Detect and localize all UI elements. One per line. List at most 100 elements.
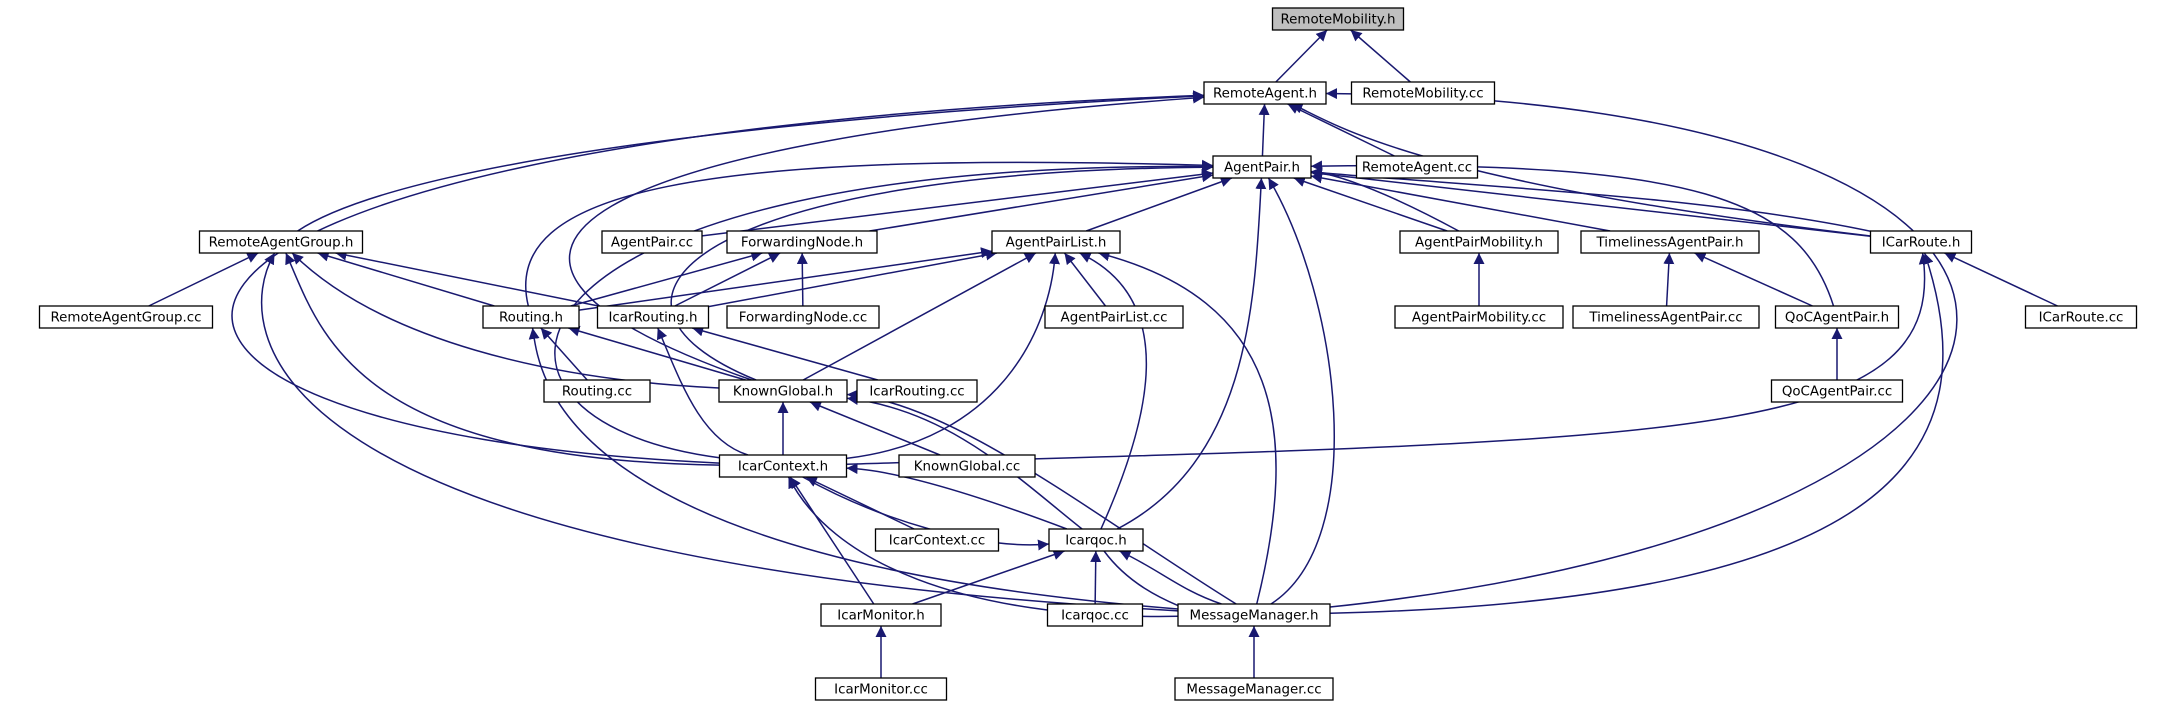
node-box-timelinessagentpair-h[interactable] (1580, 230, 1760, 254)
node-label-icarroute-cc: ICarRoute.cc (2039, 311, 2124, 326)
node-box-qocagentpair-cc[interactable] (1770, 379, 1904, 403)
node-label-timelinessagentpair-cc: TimelinessAgentPair.cc (1588, 311, 1742, 326)
edge-knownglobal-h-to-routing-h (568, 325, 746, 381)
node-box-icarrouting-h[interactable] (596, 305, 710, 329)
edge-knownglobal-h-to-agentpairlist-h (802, 252, 1037, 381)
edge-agentpair-cc-to-agentpair-h (701, 168, 1214, 237)
node-label-forwardingnode-cc: ForwardingNode.cc (739, 311, 868, 326)
edge-routing-cc-to-routing-h (540, 327, 588, 381)
node-box-knownglobal-h[interactable] (718, 379, 848, 403)
node-box-icarrouting-cc[interactable] (856, 379, 978, 403)
node-qocagentpair-h[interactable]: QoCAgentPair.h (1774, 305, 1900, 329)
node-box-forwardingnode-h[interactable] (726, 230, 878, 254)
node-box-qocagentpair-h[interactable] (1774, 305, 1900, 329)
edge-icarcontext-h-to-icarroute-h (846, 252, 1930, 465)
node-forwardingnode-cc[interactable]: ForwardingNode.cc (726, 305, 880, 329)
node-box-icarqoc-cc[interactable] (1046, 603, 1144, 627)
node-box-icarqoc-h[interactable] (1048, 528, 1144, 552)
node-box-icarmonitor-cc[interactable] (814, 677, 948, 701)
node-icarqoc-cc[interactable]: Icarqoc.cc (1046, 603, 1144, 627)
node-routing-h[interactable]: Routing.h (482, 305, 580, 329)
node-messagemanager-h[interactable]: MessageManager.h (1177, 603, 1331, 627)
node-box-remoteagentgroup-h[interactable] (198, 230, 364, 254)
node-knownglobal-cc[interactable]: KnownGlobal.cc (898, 454, 1036, 478)
node-messagemanager-cc[interactable]: MessageManager.cc (1174, 677, 1334, 701)
edge-icarqoc-h-to-agentpair-h (1116, 177, 1267, 530)
edge-forwardingnode-cc-to-forwardingnode-h (796, 252, 808, 307)
node-box-agentpair-cc[interactable] (601, 230, 703, 254)
node-box-agentpairmobility-cc[interactable] (1394, 305, 1564, 329)
node-label-forwardingnode-h: ForwardingNode.h (741, 236, 863, 251)
node-remotemobility-cc[interactable]: RemoteMobility.cc (1350, 81, 1496, 105)
edge-remoteagentgroup-h-to-remoteagent-h (297, 90, 1205, 232)
node-label-remoteagent-h: RemoteAgent.h (1213, 87, 1317, 102)
node-label-agentpairlist-cc: AgentPairList.cc (1061, 311, 1168, 326)
node-timelinessagentpair-cc[interactable]: TimelinessAgentPair.cc (1572, 305, 1760, 329)
node-label-qocagentpair-cc: QoCAgentPair.cc (1782, 385, 1892, 400)
edge-icarrouting-h-to-agentpairlist-h (708, 249, 998, 308)
node-agentpairlist-cc[interactable]: AgentPairList.cc (1044, 305, 1184, 329)
node-box-remoteagent-cc[interactable] (1355, 155, 1479, 179)
node-qocagentpair-cc[interactable]: QoCAgentPair.cc (1770, 379, 1904, 403)
edge-icarcontext-h-to-agentpair-h (554, 160, 1214, 459)
node-box-messagemanager-h[interactable] (1177, 603, 1331, 627)
node-routing-cc[interactable]: Routing.cc (543, 379, 651, 403)
node-label-qocagentpair-h: QoCAgentPair.h (1785, 311, 1889, 326)
edge-remoteagent-cc-to-remoteagent-h (1287, 103, 1395, 157)
edge-forwardingnode-h-to-agentpair-h (869, 171, 1214, 232)
node-agentpair-cc[interactable]: AgentPair.cc (601, 230, 703, 254)
node-box-icarroute-cc[interactable] (2024, 305, 2138, 329)
node-icarrouting-h[interactable]: IcarRouting.h (596, 305, 710, 329)
edge-remotemobility-cc-to-remotemobility-h (1350, 29, 1411, 83)
node-box-timelinessagentpair-cc[interactable] (1572, 305, 1760, 329)
node-remotemobility-h[interactable]: RemoteMobility.h (1271, 7, 1405, 31)
edge-agentpairlist-cc-to-agentpairlist-h (1063, 252, 1107, 307)
node-agentpair-h[interactable]: AgentPair.h (1212, 155, 1312, 179)
node-box-messagemanager-cc[interactable] (1174, 677, 1334, 701)
node-box-routing-h[interactable] (482, 305, 580, 329)
node-icarroute-h[interactable]: ICarRoute.h (1869, 230, 1973, 254)
node-icarqoc-h[interactable]: Icarqoc.h (1048, 528, 1144, 552)
node-box-agentpairlist-h[interactable] (991, 230, 1121, 254)
edge-icarqoc-h-to-icarcontext-h (846, 463, 1068, 530)
edge-messagemanager-h-to-remoteagent-h (1325, 88, 1958, 608)
node-remoteagentgroup-cc[interactable]: RemoteAgentGroup.cc (38, 305, 214, 329)
node-label-agentpairmobility-h: AgentPairMobility.h (1415, 236, 1543, 251)
node-box-forwardingnode-cc[interactable] (726, 305, 880, 329)
node-box-remoteagentgroup-cc[interactable] (38, 305, 214, 329)
node-label-icarmonitor-cc: IcarMonitor.cc (834, 683, 928, 698)
node-remoteagent-cc[interactable]: RemoteAgent.cc (1355, 155, 1479, 179)
node-icarmonitor-h[interactable]: IcarMonitor.h (820, 603, 942, 627)
node-box-remotemobility-h[interactable] (1271, 7, 1405, 31)
node-icarcontext-cc[interactable]: IcarContext.cc (874, 528, 1000, 552)
node-box-agentpairmobility-h[interactable] (1399, 230, 1559, 254)
edge-messagemanager-h-to-icarroute-h (1329, 252, 1944, 614)
node-icarmonitor-cc[interactable]: IcarMonitor.cc (814, 677, 948, 701)
node-icarcontext-h[interactable]: IcarContext.h (718, 454, 848, 478)
node-forwardingnode-h[interactable]: ForwardingNode.h (726, 230, 878, 254)
node-agentpairlist-h[interactable]: AgentPairList.h (991, 230, 1121, 254)
node-agentpairmobility-cc[interactable]: AgentPairMobility.cc (1394, 305, 1564, 329)
node-box-icarcontext-cc[interactable] (874, 528, 1000, 552)
node-agentpairmobility-h[interactable]: AgentPairMobility.h (1399, 230, 1559, 254)
node-box-agentpairlist-cc[interactable] (1044, 305, 1184, 329)
node-box-icarmonitor-h[interactable] (820, 603, 942, 627)
node-box-remoteagent-h[interactable] (1203, 81, 1327, 105)
edge-messagemanager-h-to-agentpair-h (1267, 177, 1335, 605)
edge-agentpairlist-h-to-agentpair-h (1085, 176, 1233, 232)
edge-icarcontext-h-to-remoteagent-h (231, 90, 1205, 464)
node-box-remotemobility-cc[interactable] (1350, 81, 1496, 105)
node-knownglobal-h[interactable]: KnownGlobal.h (718, 379, 848, 403)
node-box-routing-cc[interactable] (543, 379, 651, 403)
node-icarrouting-cc[interactable]: IcarRouting.cc (856, 379, 978, 403)
node-box-agentpair-h[interactable] (1212, 155, 1312, 179)
node-timelinessagentpair-h[interactable]: TimelinessAgentPair.h (1580, 230, 1760, 254)
node-box-icarroute-h[interactable] (1869, 230, 1973, 254)
edge-icarcontext-h-to-agentpairlist-h (846, 252, 1060, 460)
node-icarroute-cc[interactable]: ICarRoute.cc (2024, 305, 2138, 329)
node-box-knownglobal-cc[interactable] (898, 454, 1036, 478)
node-remoteagentgroup-h[interactable]: RemoteAgentGroup.h (198, 230, 364, 254)
node-remoteagent-h[interactable]: RemoteAgent.h (1203, 81, 1327, 105)
node-box-icarcontext-h[interactable] (718, 454, 848, 478)
